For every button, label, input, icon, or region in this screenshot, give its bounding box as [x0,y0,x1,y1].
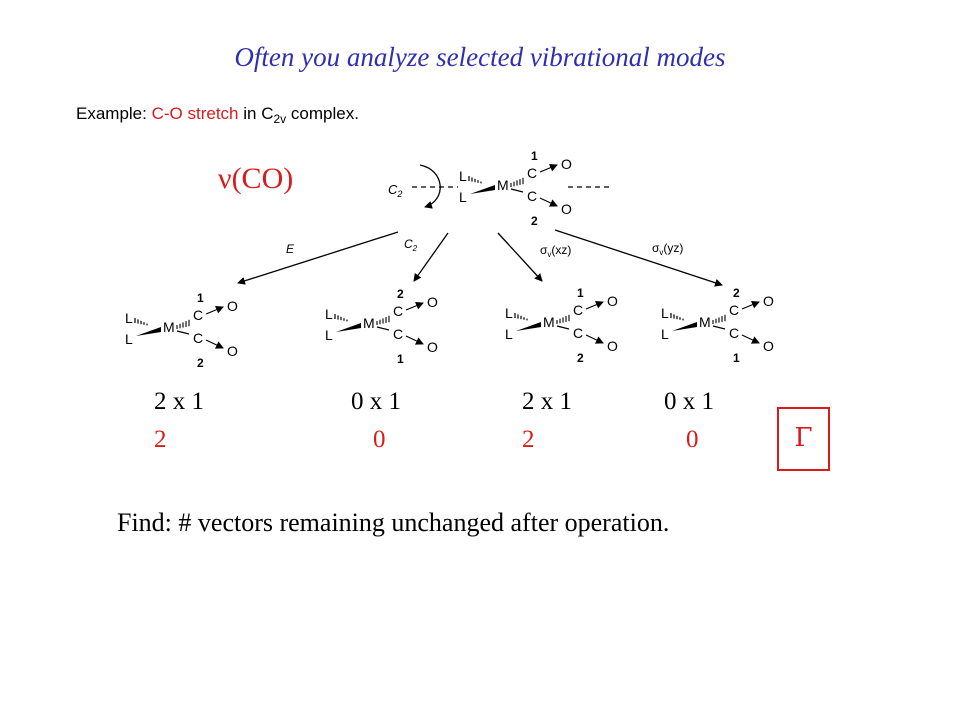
carbon-c-label: C [393,303,403,319]
carbon-c-label: C [393,326,403,342]
multiplication-c2: 0 x 1 [351,388,401,415]
gamma-symbol: Γ [794,423,813,453]
oxygen-o-label: O [427,339,438,355]
carbon-c-label: C [193,330,203,346]
vector-number-top: 2 [733,286,740,300]
ligand-l-label: L [505,305,513,321]
vector-number-top: 2 [397,287,404,301]
carbon-c-label: C [527,188,537,204]
oxygen-o-label: O [607,293,618,309]
character-sigma-xz: 2 [522,426,535,453]
oxygen-o-label: O [227,298,238,314]
ligand-l-label: L [661,305,669,321]
vector-number-bottom: 2 [197,356,204,370]
metal-m-label: M [543,314,555,330]
result-molecule-e: LL M CC O O 1 2 [125,291,238,370]
vector-number-bottom: 1 [397,352,404,366]
multiplication-sigma-xz: 2 x 1 [522,388,572,415]
character-e: 2 [154,426,167,453]
carbon-c-label: C [573,302,583,318]
oxygen-o-label: O [227,343,238,359]
vector-number-top: 1 [531,149,538,163]
oxygen-o-label: O [427,294,438,310]
carbon-c-label: C [729,325,739,341]
example-mid: in C [243,104,274,123]
slide-title: Often you analyze selected vibrational m… [234,42,726,72]
ligand-l-label: L [325,306,333,322]
operation-arrows: E C2 σv(xz) σv(yz) [237,229,723,287]
metal-m-label: M [497,177,509,193]
vector-number-bottom: 2 [531,214,538,228]
metal-m-label: M [363,315,375,331]
gamma-box: Γ [777,407,830,471]
carbon-c-label: C [193,307,203,323]
ligand-l-label: L [125,310,133,326]
c2-axis-label: C2 [388,182,402,199]
vector-number-bottom: 1 [733,351,740,365]
result-molecule-sigma-xz: LL M CC O O 1 2 [505,286,618,365]
operation-label-sigma-yz: σv(yz) [652,241,683,257]
vector-number-top: 1 [197,291,204,305]
carbon-c-label: C [527,165,537,181]
nu-co-label: ν(CO) [218,162,294,195]
character-c2: 0 [373,426,386,453]
operation-label-e: E [286,242,295,256]
c2-axis: C2 [388,164,610,209]
carbon-c-label: C [729,302,739,318]
multiplication-sigma-yz: 0 x 1 [664,388,714,415]
ligand-l-label: L [125,331,133,347]
oxygen-o-label: O [763,338,774,354]
ligand-l-label: L [459,189,467,205]
operation-label-sigma-xz: σv(xz) [540,243,571,259]
find-instruction: Find: # vectors remaining unchanged afte… [117,508,670,537]
result-molecule-c2: LL M CC O O 2 1 [325,287,438,366]
example-prefix: Example: [76,104,147,123]
oxygen-o-label: O [763,293,774,309]
ligand-l-label: L [459,168,467,184]
example-suffix: complex. [290,104,359,123]
vector-number-top: 1 [577,286,584,300]
oxygen-o-label: O [607,338,618,354]
oxygen-o-label: O [561,201,572,217]
carbon-c-label: C [573,325,583,341]
result-molecule-sigma-yz: LL M CC O O 2 1 [661,286,774,365]
vector-number-bottom: 2 [577,351,584,365]
multiplication-e: 2 x 1 [154,388,204,415]
example-line: Example: C-O stretch in C2v complex. [76,104,359,126]
metal-m-label: M [699,314,711,330]
ligand-l-label: L [505,326,513,342]
oxygen-o-label: O [561,156,572,172]
ligand-l-label: L [325,327,333,343]
operation-label-c2: C2 [404,237,418,253]
example-sub: 2v [273,112,287,126]
example-mode: C-O stretch [151,104,239,123]
top-molecule: LL M CC O O 1 2 [459,149,572,228]
ligand-l-label: L [661,326,669,342]
character-sigma-yz: 0 [686,426,699,453]
metal-m-label: M [163,319,175,335]
